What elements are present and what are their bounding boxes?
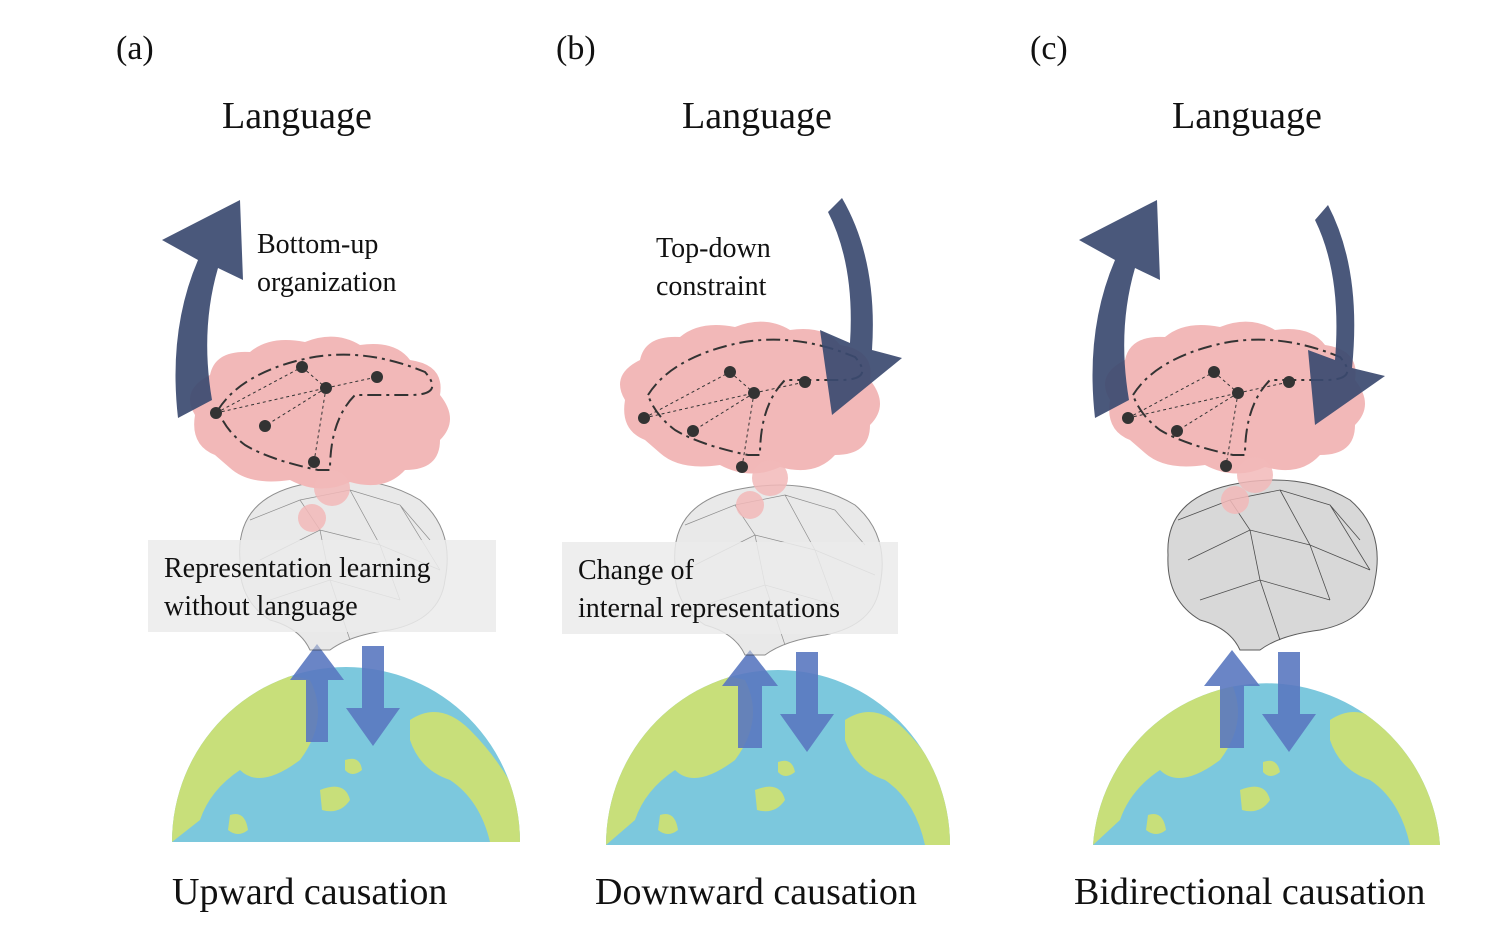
- box-line: without language: [164, 591, 358, 622]
- up-arrow-icon: [290, 644, 344, 742]
- representation-box: Change of internal representations: [562, 542, 898, 634]
- globe-icon: [606, 670, 950, 845]
- arrow-label: Bottom-up organization: [257, 226, 396, 302]
- down-arrow-icon: [1262, 652, 1316, 752]
- globe-icon: [1093, 683, 1440, 845]
- panel-b-illustration: [606, 198, 950, 845]
- wireframe-brain-icon: [1167, 479, 1378, 651]
- up-arrow-icon: [722, 650, 778, 748]
- language-label: Language: [682, 95, 832, 137]
- arrow-label-line: constraint: [656, 271, 767, 302]
- caption: Bidirectional causation: [1074, 871, 1426, 913]
- arrow-label-line: organization: [257, 267, 397, 298]
- upward-curved-arrow-icon: [1079, 200, 1160, 418]
- box-line: Change of: [578, 555, 694, 586]
- panel-c: (c) Language Bidirectional causation: [990, 0, 1495, 937]
- arrow-label: Top-down constraint: [656, 230, 771, 306]
- up-arrow-icon: [1204, 650, 1260, 748]
- downward-curved-arrow-icon: [1308, 205, 1385, 425]
- panel-letter: (c): [1030, 30, 1068, 67]
- language-label: Language: [222, 95, 372, 137]
- representation-box: Representation learning without language: [148, 540, 496, 632]
- box-line: internal representations: [578, 593, 841, 624]
- panel-letter: (b): [556, 30, 596, 67]
- upward-curved-arrow-icon: [162, 200, 243, 418]
- thought-cloud-icon: [620, 321, 880, 519]
- panel-a: (a) Language Bottom-up organization Repr…: [0, 0, 520, 937]
- panel-b: (b) Language Top-down constraint Change …: [520, 0, 990, 937]
- globe-icon: [172, 667, 520, 842]
- language-label: Language: [1172, 95, 1322, 137]
- arrow-label-line: Top-down: [656, 233, 771, 264]
- panel-letter: (a): [116, 30, 154, 67]
- downward-curved-arrow-icon: [820, 198, 902, 415]
- thought-cloud-icon: [190, 336, 450, 532]
- down-arrow-icon: [346, 646, 400, 746]
- panel-a-illustration: [162, 200, 520, 842]
- down-arrow-icon: [780, 652, 834, 752]
- caption: Downward causation: [595, 871, 917, 913]
- panel-c-illustration: [1079, 200, 1440, 845]
- thought-cloud-icon: [1105, 321, 1365, 514]
- box-line: Representation learning: [164, 553, 431, 584]
- caption: Upward causation: [172, 871, 448, 913]
- arrow-label-line: Bottom-up: [257, 229, 379, 260]
